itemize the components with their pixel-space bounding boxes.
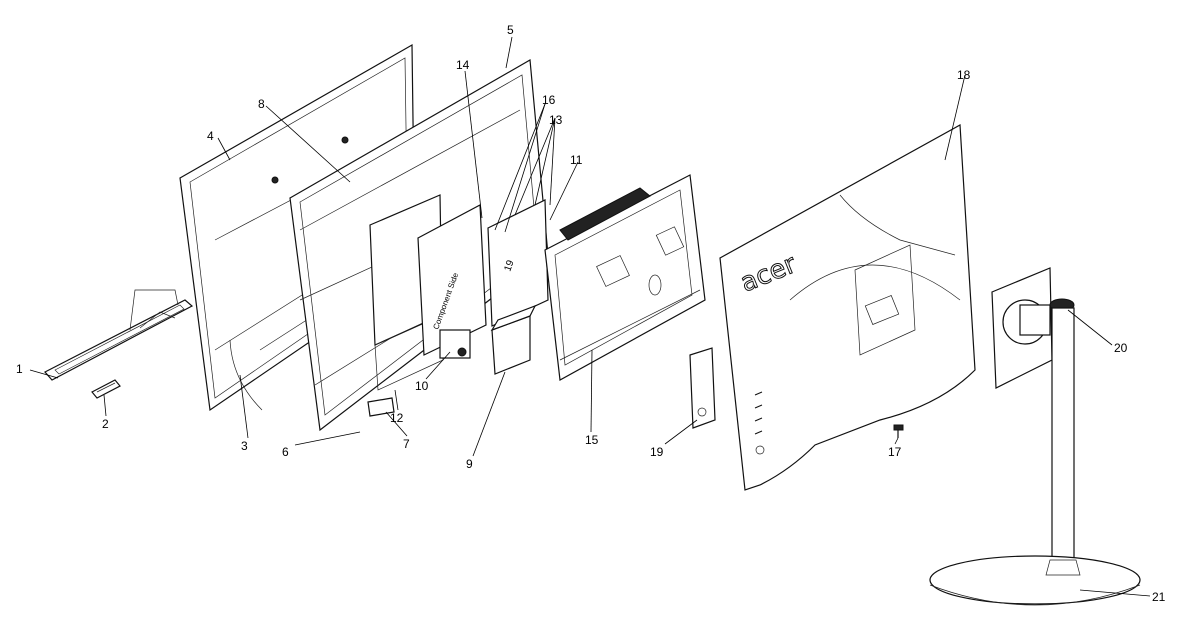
- leader-lines: [29, 36, 1151, 597]
- part-hinge-bracket: [991, 267, 1075, 389]
- callout-1: 1: [16, 362, 23, 376]
- part-panel-arc: [229, 339, 263, 411]
- callout-5: 5: [507, 23, 514, 37]
- callout-19: 19: [650, 445, 664, 459]
- callout-7: 7: [403, 437, 410, 451]
- part-connector: [439, 329, 471, 359]
- callout-labels: 1 2 3 4 5 6 7 8 9 10 11 12 13 14 15 16 1…: [16, 23, 1166, 604]
- callout-21: 21: [1152, 590, 1166, 604]
- callout-15: 15: [585, 433, 599, 447]
- part-button-board: [689, 347, 716, 429]
- part-button-block: [367, 397, 395, 417]
- part-stand: [929, 307, 1141, 606]
- callout-10: 10: [415, 379, 429, 393]
- board-text-19: 19: [502, 258, 516, 273]
- callout-8: 8: [258, 97, 265, 111]
- part-rear-shield: [544, 174, 706, 381]
- part-main-board: Component Side: [417, 204, 487, 356]
- callout-2: 2: [102, 417, 109, 431]
- part-rear-cover: acer: [719, 124, 976, 491]
- part-screw: [893, 424, 904, 438]
- part-power-board: 19: [487, 199, 549, 327]
- callout-4: 4: [207, 129, 214, 143]
- callout-11: 11: [570, 153, 583, 167]
- callout-20: 20: [1114, 341, 1128, 355]
- callout-12: 12: [390, 411, 404, 425]
- callout-16: 16: [542, 93, 556, 107]
- callout-17: 17: [888, 445, 902, 459]
- callout-9: 9: [466, 457, 473, 471]
- part-speaker-box: [490, 304, 537, 375]
- callout-13: 13: [549, 113, 563, 127]
- callout-6: 6: [282, 445, 289, 459]
- callout-3: 3: [241, 439, 248, 453]
- callout-18: 18: [957, 68, 971, 82]
- callout-14: 14: [456, 58, 470, 72]
- part-small-bracket: [91, 379, 121, 399]
- part-bottom-bezel: [44, 289, 194, 381]
